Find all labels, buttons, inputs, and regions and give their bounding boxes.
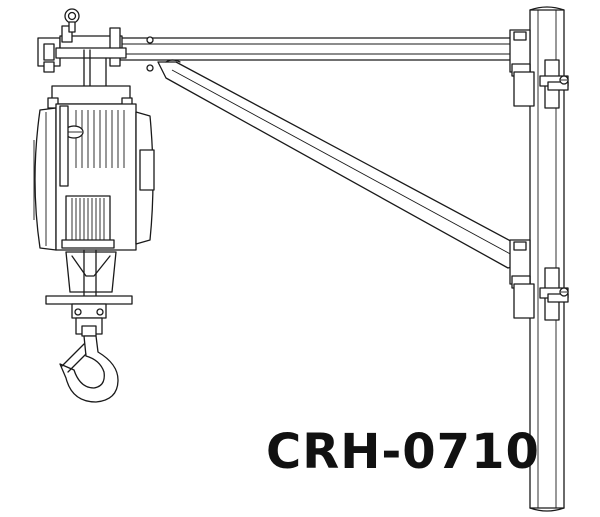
hoist-motor	[34, 86, 154, 250]
clamp-bolt-icon	[560, 288, 568, 296]
diagonal-brace	[158, 60, 520, 268]
lower-mast-clamp	[510, 240, 568, 320]
upper-mast-clamp	[510, 30, 568, 108]
model-number-label: CRH-0710	[266, 424, 540, 480]
lifting-hook-icon	[60, 336, 118, 402]
rope-drum	[62, 196, 114, 248]
hook-guide	[46, 250, 132, 336]
cooling-fins	[76, 110, 124, 168]
hoist-trolley	[38, 26, 126, 100]
clamp-bolt-icon	[560, 76, 568, 84]
eye-bolt-icon	[65, 9, 79, 32]
